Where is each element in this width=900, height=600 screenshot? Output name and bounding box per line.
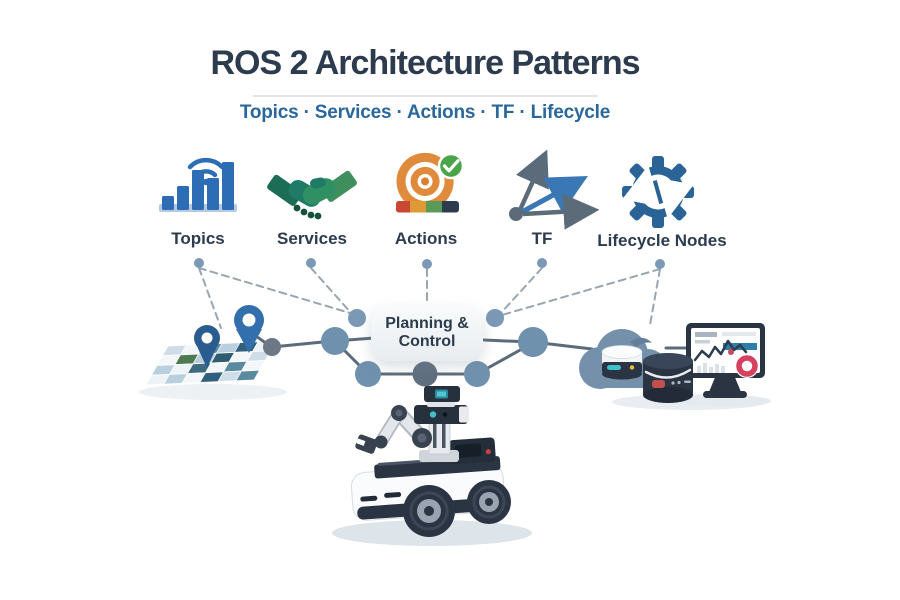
pattern-label-actions: Actions	[394, 229, 458, 248]
topics-icon	[159, 157, 237, 212]
robot-wheel-rear	[467, 480, 511, 524]
pattern-label-topics: Topics	[171, 229, 225, 248]
lifecycle-icon	[622, 156, 694, 228]
planning-control-node: Planning & Control	[371, 305, 483, 361]
node-map-junction	[263, 338, 281, 356]
services-icon	[267, 170, 357, 220]
pattern-dot-tf	[537, 258, 547, 268]
sync-arrows-icon	[622, 165, 694, 219]
pattern-dot-topics	[194, 258, 204, 268]
node-left-junction	[348, 309, 366, 327]
node-c	[355, 361, 381, 387]
pattern-label-lifecycle-nodes: Lifecycle Nodes	[597, 231, 727, 250]
title-divider	[253, 95, 598, 97]
node-b	[321, 327, 349, 355]
robot-arm	[355, 405, 432, 454]
node-d	[412, 361, 438, 387]
page-title: ROS 2 Architecture Patterns	[210, 44, 641, 82]
page-subtitle: Topics · Services · Actions · TF · Lifec…	[239, 102, 611, 123]
pattern-dot-lifecycle	[655, 259, 665, 269]
robot-illustration	[350, 386, 511, 537]
tf-icon	[509, 149, 600, 230]
robot-head	[414, 386, 469, 424]
robot-gripper	[355, 434, 378, 454]
pattern-label-services: Services	[277, 229, 347, 248]
node-e	[464, 361, 490, 387]
monitor-chart	[693, 339, 759, 378]
white-database-icon	[601, 345, 643, 380]
map-pin-right	[234, 305, 264, 353]
wifi-icon	[187, 157, 225, 186]
map-pin-left	[194, 325, 220, 368]
pattern-label-tf: TF	[531, 229, 553, 248]
network-nodes	[194, 258, 665, 387]
pattern-dot-services	[306, 258, 316, 268]
monitor-illustration	[686, 323, 765, 398]
pattern-dot-actions	[422, 259, 432, 269]
dark-database-illustration	[643, 353, 693, 403]
dashed-connections	[198, 267, 661, 329]
actions-icon	[396, 152, 465, 213]
node-f	[518, 327, 548, 357]
node-right-junction	[486, 309, 504, 327]
checkmark-icon	[437, 152, 465, 180]
robot-wheel-front	[403, 485, 455, 537]
